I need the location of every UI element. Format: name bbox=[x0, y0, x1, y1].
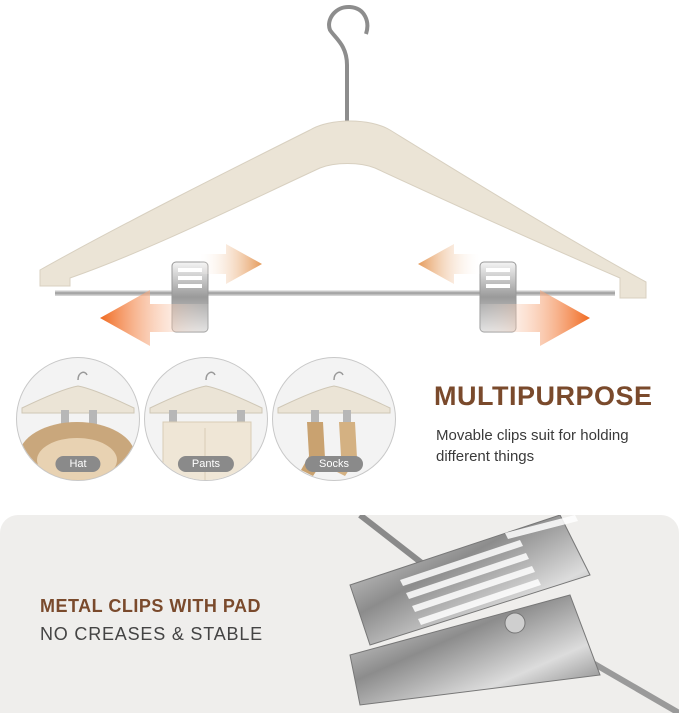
detail-title: METAL CLIPS WITH PAD bbox=[40, 596, 261, 616]
arrow-small-left-icon bbox=[418, 244, 480, 284]
metal-clip-closeup bbox=[349, 515, 679, 713]
hanger-illustration bbox=[39, 5, 647, 346]
feature-description: Movable clips suit for holding different… bbox=[436, 427, 629, 465]
hanger-bar bbox=[55, 290, 615, 296]
use-circle-pants: Pants bbox=[144, 357, 268, 481]
use-circle-socks: Socks bbox=[272, 357, 396, 481]
use-label-socks: Socks bbox=[305, 456, 363, 472]
detail-subtitle: NO CREASES & STABLE bbox=[40, 624, 263, 644]
use-label-hat: Hat bbox=[55, 456, 101, 472]
arrow-left-icon bbox=[100, 290, 210, 346]
use-label-pants: Pants bbox=[177, 456, 235, 472]
use-circle-hat: Hat bbox=[16, 357, 140, 481]
hanger-body bbox=[39, 120, 647, 299]
hook-icon bbox=[327, 5, 370, 140]
arrow-right-icon bbox=[480, 290, 590, 346]
feature-headline: MULTIPURPOSE bbox=[434, 381, 653, 411]
arrow-small-right-icon bbox=[200, 244, 262, 284]
